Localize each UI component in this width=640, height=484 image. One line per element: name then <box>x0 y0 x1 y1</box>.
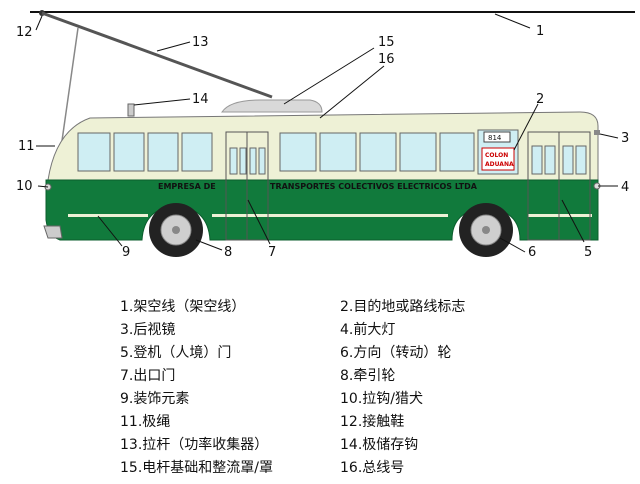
side-text-left: EMPRESA DE <box>158 182 216 191</box>
callout-12: 12 <box>16 25 33 40</box>
legend-item: 11.极绳 <box>120 414 171 430</box>
destination-sign <box>481 147 515 171</box>
trolley-pole <box>41 11 273 99</box>
legend-right-column: 2.目的地或路线标志 4.前大灯 6.方向（转动）轮 8.牵引轮 10.拉钩/猎… <box>340 296 600 480</box>
callout-14: 14 <box>192 92 209 107</box>
legend-item: 10.拉钩/猎犬 <box>340 391 423 407</box>
steering-wheel <box>459 203 513 257</box>
traction-wheel <box>149 203 203 257</box>
destination-line-2: ADUANA <box>485 161 514 168</box>
destination-line-1: COLON <box>485 152 508 159</box>
callout-15: 15 <box>378 35 395 50</box>
callout-3: 3 <box>621 131 629 146</box>
callout-1: 1 <box>536 24 544 39</box>
callout-16: 16 <box>378 52 395 67</box>
legend-item: 4.前大灯 <box>340 322 396 338</box>
legend-left-column: 1.架空线（架空线） 3.后视镜 5.登机（人境）门 7.出口门 9.装饰元素 … <box>120 296 380 480</box>
trolleybus-diagram: 814 EMPRESA DE TRANSPORTES COLECTIVOS EL… <box>16 10 635 260</box>
legend-item: 6.方向（转动）轮 <box>340 345 452 361</box>
legend-item: 12.接触鞋 <box>340 414 405 430</box>
legend-item: 14.极储存钩 <box>340 437 419 453</box>
rear-view-mirror <box>594 130 600 135</box>
legend-item: 8.牵引轮 <box>340 368 396 384</box>
bus-body: 814 EMPRESA DE TRANSPORTES COLECTIVOS EL… <box>43 99 601 241</box>
callout-11: 11 <box>18 139 35 154</box>
legend-item: 3.后视镜 <box>120 322 176 338</box>
fleet-number-plate <box>483 131 511 143</box>
legend-item: 7.出口门 <box>120 368 176 384</box>
callout-2: 2 <box>536 92 544 107</box>
legend-item: 5.登机（人境）门 <box>120 345 232 361</box>
callout-10: 10 <box>16 179 33 194</box>
callout-numbers: 1 2 3 4 5 6 7 8 9 10 11 12 13 14 15 16 <box>16 24 629 260</box>
side-text-right: TRANSPORTES COLECTIVOS ELECTRICOS LTDA <box>270 182 478 191</box>
callout-4: 4 <box>621 180 629 195</box>
callout-9: 9 <box>122 245 130 260</box>
legend-item: 9.装饰元素 <box>120 391 190 407</box>
pole-storage-hook <box>127 103 135 117</box>
callout-6: 6 <box>528 245 536 260</box>
decorative-stripe <box>68 214 148 217</box>
legend-item: 15.电杆基础和整流罩/罩 <box>120 460 273 476</box>
legend-item: 2.目的地或路线标志 <box>340 299 466 315</box>
legend-item: 13.拉杆（功率收集器） <box>120 437 269 453</box>
window-bus-number: 814 <box>488 134 502 142</box>
callout-8: 8 <box>224 245 232 260</box>
legend-item: 16.总线号 <box>340 460 405 476</box>
callout-5: 5 <box>584 245 592 260</box>
callout-7: 7 <box>268 245 276 260</box>
leader-lines <box>35 13 619 253</box>
callout-13: 13 <box>192 35 209 50</box>
legend-item: 1.架空线（架空线） <box>120 299 246 315</box>
